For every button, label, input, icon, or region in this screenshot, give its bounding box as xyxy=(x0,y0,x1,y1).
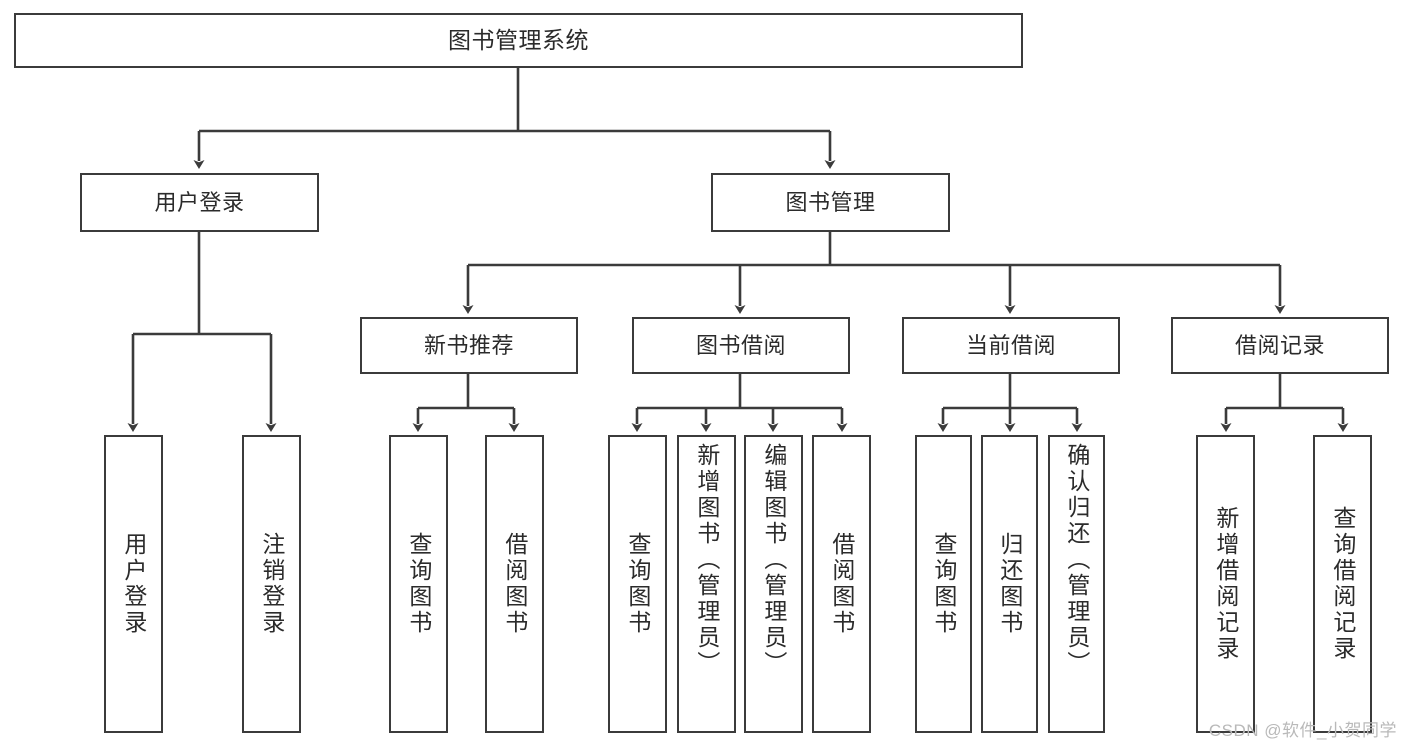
leaf-borrow-book-2[interactable]: 借阅图书 xyxy=(812,435,871,733)
watermark-text: CSDN @软件_小贺同学 xyxy=(1208,721,1397,740)
leaf-user-login[interactable]: 用户登录 xyxy=(104,435,163,733)
leaf-logout[interactable]: 注销登录 xyxy=(242,435,301,733)
node-label: 查询图书 xyxy=(405,532,432,636)
node-label: 注销登录 xyxy=(258,532,285,636)
leaf-edit-book[interactable]: 编辑图书（管理员） xyxy=(744,435,803,733)
node-label: 用户登录 xyxy=(154,189,245,215)
leaf-query-book-2[interactable]: 查询图书 xyxy=(608,435,667,733)
node-label: 新增图书（管理员） xyxy=(693,443,720,677)
node-book-management[interactable]: 图书管理 xyxy=(711,173,950,232)
node-label: 新书推荐 xyxy=(423,332,514,358)
node-label: 查询图书 xyxy=(930,532,957,636)
node-label: 确认归还（管理员） xyxy=(1063,443,1090,677)
node-label: 图书借阅 xyxy=(695,332,786,358)
node-borrow-record[interactable]: 借阅记录 xyxy=(1171,317,1389,374)
node-label: 借阅记录 xyxy=(1234,332,1325,358)
node-label: 查询图书 xyxy=(624,532,651,636)
node-root-system[interactable]: 图书管理系统 xyxy=(14,13,1023,68)
node-label: 当前借阅 xyxy=(965,332,1056,358)
leaf-return-book[interactable]: 归还图书 xyxy=(981,435,1038,733)
node-label: 查询借阅记录 xyxy=(1329,506,1356,662)
node-label: 借阅图书 xyxy=(501,532,528,636)
node-label: 图书管理系统 xyxy=(448,27,589,53)
node-new-book-recommend[interactable]: 新书推荐 xyxy=(360,317,578,374)
leaf-borrow-book-1[interactable]: 借阅图书 xyxy=(485,435,544,733)
node-user-login[interactable]: 用户登录 xyxy=(80,173,319,232)
node-book-borrow[interactable]: 图书借阅 xyxy=(632,317,850,374)
leaf-query-borrow-record[interactable]: 查询借阅记录 xyxy=(1313,435,1372,733)
leaf-add-book[interactable]: 新增图书（管理员） xyxy=(677,435,736,733)
leaf-add-borrow-record[interactable]: 新增借阅记录 xyxy=(1196,435,1255,733)
node-label: 借阅图书 xyxy=(828,532,855,636)
node-label: 用户登录 xyxy=(120,532,147,636)
leaf-confirm-return[interactable]: 确认归还（管理员） xyxy=(1048,435,1105,733)
leaf-query-book-1[interactable]: 查询图书 xyxy=(389,435,448,733)
node-label: 图书管理 xyxy=(785,189,876,215)
node-label: 归还图书 xyxy=(996,532,1023,636)
leaf-query-book-3[interactable]: 查询图书 xyxy=(915,435,972,733)
node-label: 新增借阅记录 xyxy=(1212,506,1239,662)
node-label: 编辑图书（管理员） xyxy=(760,443,787,677)
node-current-borrow[interactable]: 当前借阅 xyxy=(902,317,1120,374)
